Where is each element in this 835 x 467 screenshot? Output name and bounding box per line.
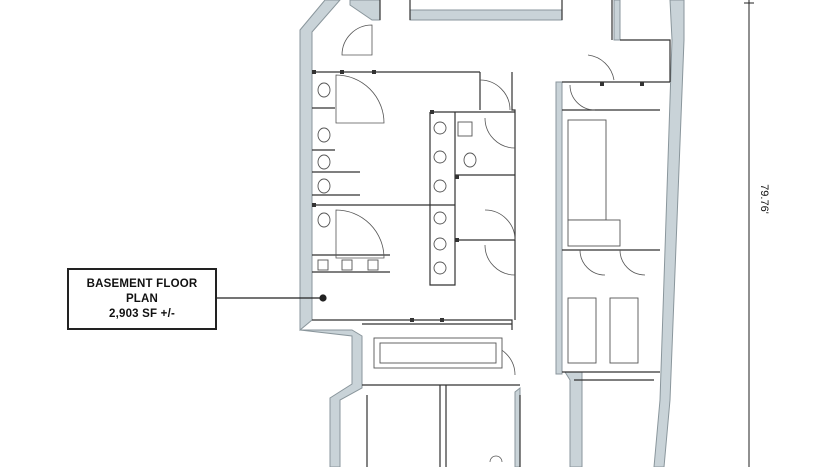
- callout-title: BASEMENT FLOOR PLAN: [86, 277, 198, 305]
- dimension-label: 79.76': [758, 184, 770, 214]
- callout-area: 2,903 SF +/-: [108, 307, 175, 320]
- exterior-walls: [299, 0, 685, 467]
- dimension-line: [744, 0, 754, 467]
- callout-leader: [217, 294, 327, 302]
- plumbing-fixtures: [317, 82, 639, 369]
- column-markers: [312, 70, 644, 322]
- floor-plan-callout: BASEMENT FLOOR PLAN 2,903 SF +/-: [67, 268, 217, 330]
- interior-walls: [312, 0, 671, 467]
